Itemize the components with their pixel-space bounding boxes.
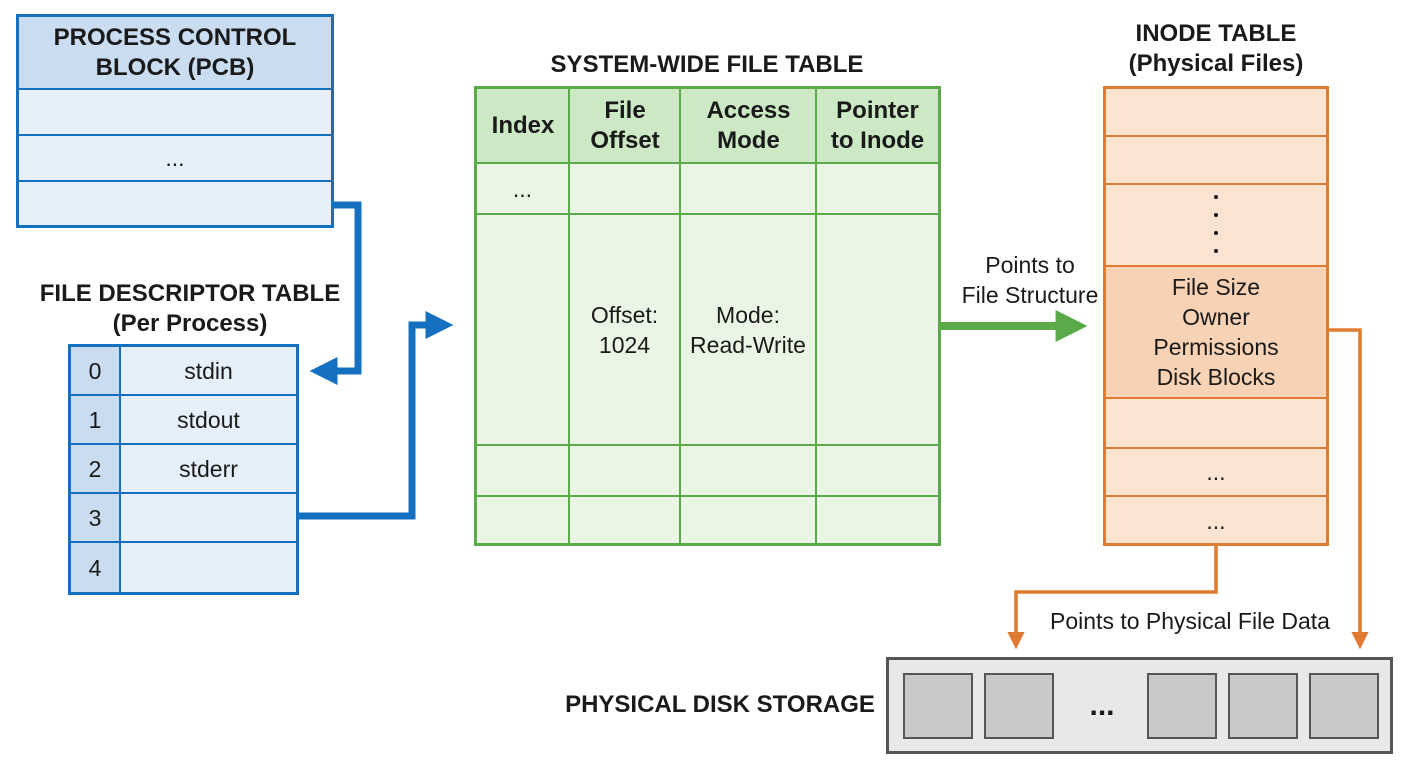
fdt-row-value — [121, 543, 296, 592]
swft-col-divider — [679, 89, 681, 543]
fdt-row-index: 3 — [71, 494, 119, 543]
disk-block — [903, 673, 973, 739]
inode-ellipsis: ... — [1206, 459, 1226, 485]
arrow-label-line1: Points to — [985, 252, 1075, 278]
fdt-title: FILE DESCRIPTOR TABLE (Per Process) — [20, 279, 360, 339]
swft-col-divider — [815, 89, 817, 543]
fdt-row-value: stderr — [121, 445, 296, 494]
pcb-table: PROCESS CONTROL BLOCK (PCB) ... — [16, 14, 334, 228]
swft-row-divider — [477, 213, 938, 215]
inode-title-line1: INODE TABLE — [1135, 20, 1297, 47]
swft-ellipsis: ... — [512, 175, 533, 202]
fdt-row-index: 2 — [71, 445, 119, 494]
swft-offset-value: 1024 — [598, 331, 651, 358]
inode-field-disk-blocks: Disk Blocks — [1156, 364, 1276, 390]
file-structure-arrow-label: Points to File Structure — [950, 250, 1110, 310]
swft-header-row — [477, 89, 938, 164]
swft-header-access-mode: Access Mode — [681, 89, 816, 162]
swft-header-file-offset: File Offset — [570, 89, 680, 162]
swft-header-text: Offset — [590, 126, 660, 154]
inode-field-permissions: Permissions — [1153, 334, 1279, 360]
inode-field-owner: Owner — [1182, 304, 1250, 330]
inode-row — [1106, 89, 1326, 137]
fdt-row-value — [121, 494, 296, 543]
inode-title-line2: (Physical Files) — [1128, 50, 1304, 77]
swft-mode-cell: Mode: Read-Write — [681, 215, 815, 444]
swft-mode-label: Mode: — [716, 301, 780, 328]
swft-header-text: Index — [491, 111, 555, 139]
inode-title: INODE TABLE (Physical Files) — [1090, 19, 1342, 79]
swft-offset-label: Offset: — [590, 301, 659, 328]
fdt-row-index: 4 — [88, 554, 102, 581]
swft-header-text: to Inode — [830, 126, 925, 154]
disk-block — [1147, 673, 1217, 739]
swft-row-divider — [477, 444, 938, 446]
swft-table: Index File Offset Access Mode Pointer to… — [474, 86, 941, 546]
fdt-table: 0 stdin 1 stdout 2 stderr 3 4 — [68, 344, 299, 595]
swft-header-pointer: Pointer to Inode — [817, 89, 938, 162]
pcb-row — [19, 182, 331, 225]
inode-row — [1106, 399, 1326, 449]
swft-offset-cell: Offset: 1024 — [570, 215, 679, 444]
fdt-row-value: stdin — [121, 347, 296, 396]
disk-storage: ... — [886, 657, 1393, 754]
pcb-ellipsis: ... — [165, 145, 185, 171]
inode-vertical-ellipsis — [1214, 195, 1218, 255]
pcb-header: PROCESS CONTROL BLOCK (PCB) — [19, 17, 331, 90]
swft-header-text: Pointer — [836, 96, 919, 124]
pcb-title-line1: PROCESS CONTROL — [53, 23, 297, 51]
pcb-row — [19, 90, 331, 136]
inode-row-ellipsis: ... — [1106, 499, 1326, 543]
inode-row-ellipsis: ... — [1106, 449, 1326, 497]
swft-header-text: Access — [706, 96, 791, 124]
disk-block — [1228, 673, 1298, 739]
swft-title: SYSTEM-WIDE FILE TABLE — [550, 51, 864, 78]
fdt-title-line1: FILE DESCRIPTOR TABLE — [39, 280, 341, 307]
swft-row-divider — [477, 495, 938, 497]
inode-to-disk-arrow-left — [1007, 546, 1218, 650]
inode-entry: File Size Owner Permissions Disk Blocks — [1106, 265, 1326, 399]
swft-header-index: Index — [477, 89, 569, 162]
fdt-title-line2: (Per Process) — [112, 310, 268, 337]
inode-to-disk-arrow-right — [1328, 328, 1369, 650]
disk-block — [1309, 673, 1379, 739]
fdt-row-index: 1 — [71, 396, 119, 445]
fdt-row-index: 0 — [71, 347, 119, 396]
arrow-label-line2: File Structure — [961, 282, 1099, 308]
fdt-index-column — [71, 347, 121, 592]
pcb-to-fdt-arrow — [309, 201, 362, 385]
inode-ellipsis: ... — [1206, 508, 1226, 534]
disk-ellipsis: ... — [1089, 689, 1115, 722]
swft-mode-value: Read-Write — [690, 331, 806, 358]
inode-field-file-size: File Size — [1171, 274, 1261, 300]
swft-col-divider — [568, 89, 570, 543]
pcb-row-ellipsis: ... — [19, 136, 331, 182]
disk-block — [984, 673, 1054, 739]
fdt-to-swft-arrow — [298, 311, 454, 520]
physical-data-label: Points to Physical File Data — [1030, 606, 1350, 636]
inode-row — [1106, 137, 1326, 185]
swft-header-text: Mode — [717, 126, 780, 154]
inode-table: File Size Owner Permissions Disk Blocks … — [1103, 86, 1329, 546]
disk-title: PHYSICAL DISK STORAGE — [565, 691, 875, 718]
swft-header-text: File — [604, 96, 646, 124]
fdt-row-value: stdout — [121, 396, 296, 445]
pcb-title-line2: BLOCK (PCB) — [95, 53, 255, 81]
